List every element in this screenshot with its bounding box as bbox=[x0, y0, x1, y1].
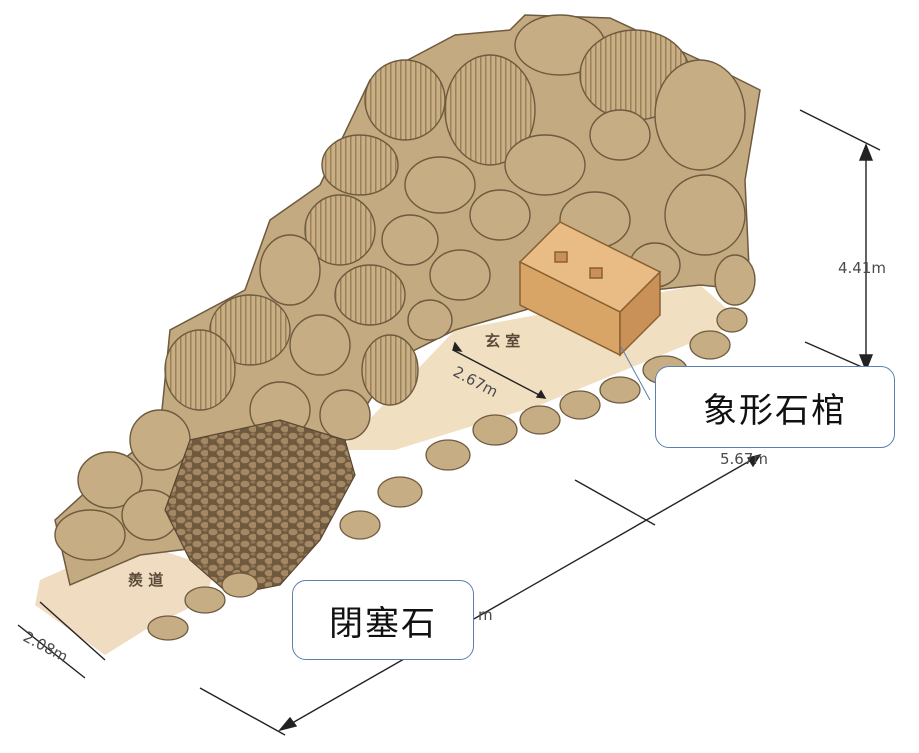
passage-length-label: m bbox=[478, 606, 493, 624]
closing-stone-pile bbox=[164, 419, 356, 596]
passage-label: 羨 道 bbox=[128, 571, 163, 589]
height-dimension-label: 4.41m bbox=[838, 259, 886, 277]
dimension-lines bbox=[17, 109, 881, 736]
house-shaped-sarcophagus bbox=[518, 221, 662, 357]
passage-width-label: 2.08m bbox=[20, 628, 71, 666]
wall-stones bbox=[54, 14, 756, 561]
edge-stones bbox=[147, 307, 748, 641]
sarcophagus-callout: 象形石棺 bbox=[655, 366, 895, 448]
closing-stone-callout: 閉塞石 bbox=[292, 580, 474, 660]
chamber-label: 玄 室 bbox=[485, 332, 520, 350]
chamber-length-label: 5.67m bbox=[720, 450, 768, 468]
callout-pointer bbox=[619, 344, 651, 401]
